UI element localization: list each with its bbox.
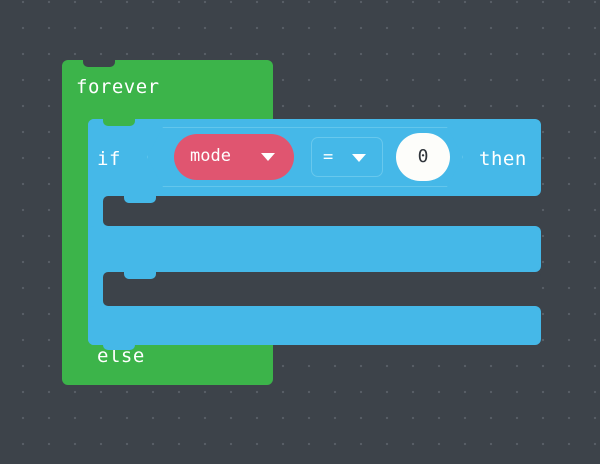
condition-contents: mode = 0: [147, 127, 463, 187]
operator-dropdown[interactable]: =: [311, 137, 383, 177]
if-block-bottom-nub: [103, 343, 135, 350]
else-row[interactable]: else: [88, 226, 541, 366]
empty-statement-slot-1[interactable]: [103, 196, 541, 226]
slot-connector-notch: [124, 196, 156, 203]
if-keyword-label: if: [97, 148, 121, 170]
else-keyword-label: else: [97, 345, 145, 367]
slot-connector-notch: [124, 272, 156, 279]
if-row-top-notch: [103, 119, 135, 126]
number-input-value: 0: [417, 146, 429, 167]
if-block-footer[interactable]: [88, 306, 541, 345]
if-else-block[interactable]: if mode = 0 then: [88, 119, 541, 366]
mode-dropdown-label: mode: [190, 146, 231, 166]
chevron-down-icon: [261, 153, 275, 161]
operator-label: =: [323, 147, 334, 167]
then-keyword-label: then: [479, 148, 527, 170]
number-input-field[interactable]: 0: [396, 133, 450, 181]
if-row[interactable]: if mode = 0 then: [88, 119, 541, 196]
empty-statement-slot-2[interactable]: [103, 272, 541, 306]
mode-dropdown[interactable]: mode: [174, 134, 294, 180]
forever-top-notch: [83, 60, 115, 67]
forever-block-label: forever: [76, 76, 160, 98]
chevron-down-icon: [352, 154, 366, 162]
